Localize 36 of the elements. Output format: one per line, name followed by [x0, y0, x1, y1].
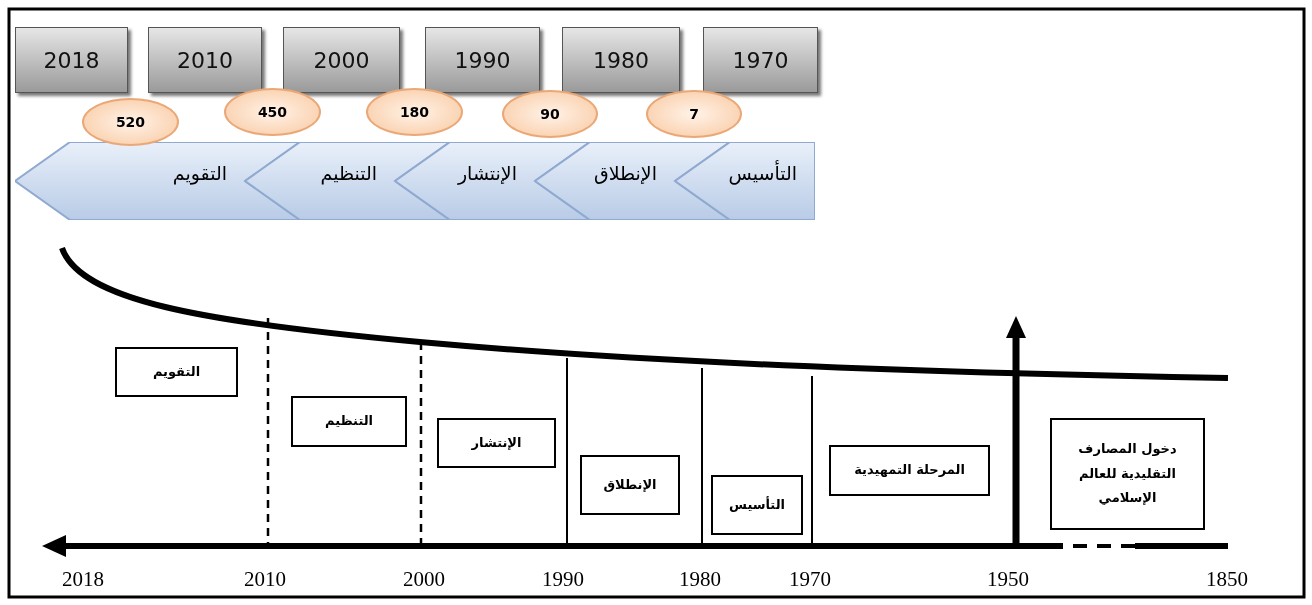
phase-box: التقويم [115, 347, 238, 397]
phase-band [675, 142, 815, 220]
axis-year-label: 1970 [789, 567, 831, 592]
phase-box: دخول المصارف التقليدية للعالم الإسلامي [1050, 418, 1205, 530]
year-box: 1980 [562, 27, 680, 93]
count-ellipse: 90 [502, 90, 598, 138]
year-box: 1990 [425, 27, 540, 93]
count-ellipse: 520 [82, 98, 179, 146]
phase-band [535, 142, 730, 220]
year-box: 2000 [283, 27, 400, 93]
phase-box: الإنتشار [437, 418, 556, 468]
count-ellipse: 7 [646, 90, 742, 138]
phase-label: الإنطلاق [593, 162, 657, 184]
axis-year-label: 1950 [987, 567, 1029, 592]
count-ellipse: 180 [366, 88, 463, 136]
axis-year-label: 2000 [403, 567, 445, 592]
phase-label: الإنتشار [457, 162, 517, 184]
phase-band [245, 142, 450, 220]
axis-year-label: 2018 [62, 567, 104, 592]
phase-box: التأسيس [711, 475, 803, 535]
count-ellipse: 450 [224, 88, 321, 136]
year-box: 1970 [703, 27, 818, 93]
phase-box: المرحلة التمهيدية [829, 445, 990, 496]
phase-band [15, 142, 300, 220]
phase-box: التنظيم [291, 396, 407, 447]
axis-year-label: 1990 [542, 567, 584, 592]
phase-label: التنظيم [320, 162, 377, 184]
phase-band [395, 142, 590, 220]
axis-year-label: 1850 [1206, 567, 1248, 592]
phase-box: الإنطلاق [580, 455, 680, 515]
year-box: 2010 [148, 27, 262, 93]
axis-year-label: 2010 [244, 567, 286, 592]
phase-label: التأسيس [728, 162, 797, 184]
phase-label: التقويم [172, 162, 227, 184]
axis-year-label: 1980 [679, 567, 721, 592]
year-box: 2018 [15, 27, 128, 93]
